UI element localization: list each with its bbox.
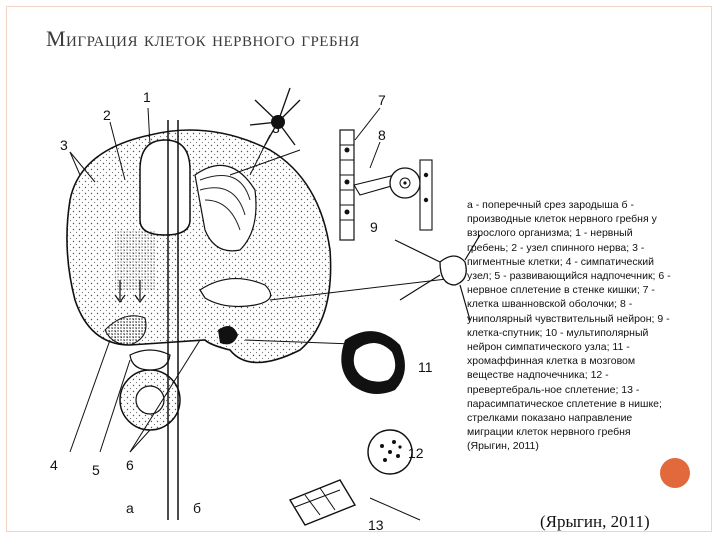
figure-caption: а - поперечный срез зародыша б - произво… [467,198,673,454]
figure-label-9: 9 [370,219,378,235]
figure-label-3b: 3 [272,120,280,136]
citation: (Ярыгин, 2011) [540,512,650,532]
figure-label-7: 7 [378,92,386,108]
pigment-cell [250,88,300,145]
figure-label-5: 5 [92,462,100,478]
schwann-cells [340,130,432,240]
embryo-section [67,120,331,520]
figure-label-a: а [126,500,134,516]
figure-label-8: 8 [378,127,386,143]
parasympathetic-plexus [290,480,355,525]
figure-label-13: 13 [368,517,384,533]
figure-label-b: б [193,500,201,516]
figure-label-4: 4 [50,457,58,473]
figure-label-1: 1 [143,89,151,105]
figure-label-11: 11 [418,359,433,375]
prevertebral-plexus [368,430,412,474]
figure-label-2: 2 [103,107,111,123]
chromaffin-cell [341,331,405,394]
figure-label-3a: 3 [60,137,68,153]
decorative-accent-circle [660,458,690,488]
figure-label-6: 6 [126,457,134,473]
figure-label-12: 12 [408,445,424,461]
